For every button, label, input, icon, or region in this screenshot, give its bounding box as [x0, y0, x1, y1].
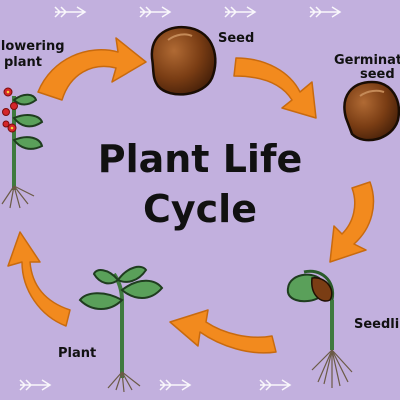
seed-icon	[150, 25, 217, 96]
arrow-flowering-to-seed-icon	[37, 37, 147, 101]
arrow-germinated-to-seedling-icon	[329, 181, 375, 263]
diagram-title-line1: Plant Life	[98, 137, 303, 181]
plant-icon	[78, 265, 164, 393]
label-germinated-line1: Germinated	[334, 53, 400, 68]
seedling-icon	[286, 269, 353, 388]
arrow-seed-to-germinated-icon	[233, 57, 317, 119]
label-flowering-line2: plant	[4, 55, 42, 70]
label-plant: Plant	[58, 346, 96, 361]
label-seedling: Seedling	[354, 317, 400, 332]
decorative-arrow-border-bottom	[19, 379, 292, 391]
arrow-plant-to-flowering-icon	[7, 231, 71, 327]
germinated-seed-icon	[343, 80, 400, 142]
diagram-title-line2: Cycle	[143, 187, 257, 231]
label-seed: Seed	[218, 31, 254, 46]
decorative-arrow-border-top	[54, 6, 342, 18]
flowering-plant-icon	[1, 87, 44, 209]
label-flowering-line1: Flowering	[0, 39, 65, 54]
arrow-seedling-to-plant-icon	[169, 309, 277, 354]
label-germinated-line2: seed	[360, 67, 395, 82]
